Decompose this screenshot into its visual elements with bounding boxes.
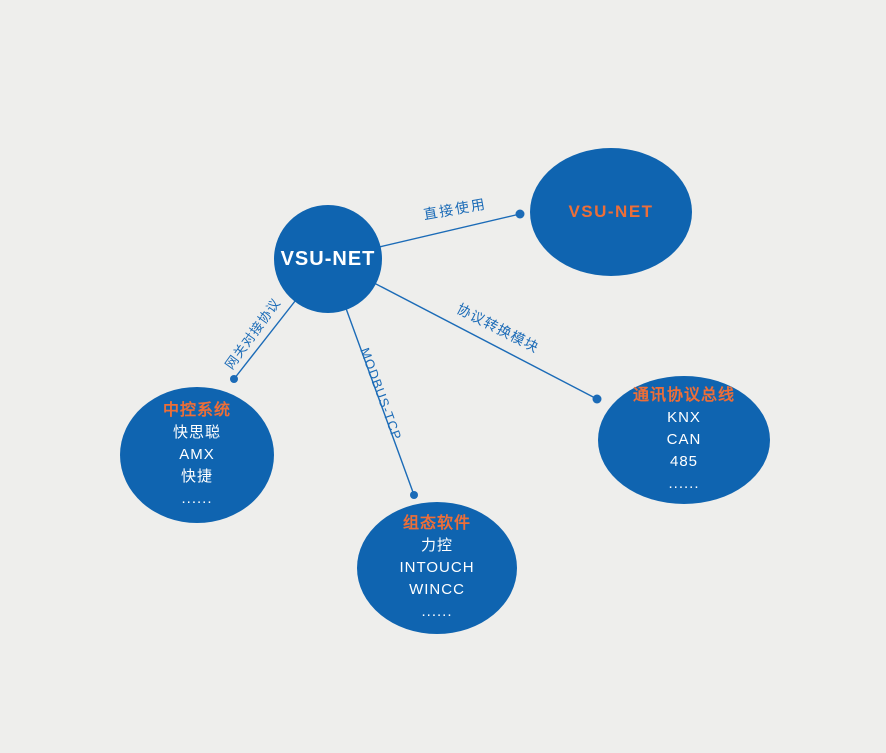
hub-label: VSU-NET bbox=[280, 247, 376, 270]
node-protocol-bus: 通讯协议总线 KNX CAN 485 ...... bbox=[598, 376, 770, 504]
node-item: KNX bbox=[667, 409, 701, 426]
node-central-control-system: 中控系统 快思聪 AMX 快捷 ...... bbox=[120, 387, 274, 523]
node-title: 中控系统 bbox=[162, 402, 231, 419]
edge-endpoint-dot bbox=[592, 394, 602, 404]
node-item: 快捷 bbox=[180, 468, 213, 485]
node-title: 组态软件 bbox=[402, 515, 471, 532]
edge-endpoint-dot bbox=[230, 375, 238, 383]
node-item: ...... bbox=[181, 490, 213, 507]
node-item: WINCC bbox=[409, 581, 465, 598]
node-title: VSU-NET bbox=[568, 202, 654, 221]
node-item: ...... bbox=[668, 475, 700, 492]
node-item: 力控 bbox=[420, 537, 453, 554]
node-item: 快思聪 bbox=[172, 424, 221, 441]
edge-endpoint-dot bbox=[515, 209, 525, 219]
node-item: ...... bbox=[421, 603, 453, 620]
node-title: 通讯协议总线 bbox=[632, 387, 735, 404]
node-vsu-net-direct: VSU-NET bbox=[530, 148, 692, 276]
node-item: CAN bbox=[666, 431, 702, 448]
node-scada-software: 组态软件 力控 INTOUCH WINCC ...... bbox=[357, 502, 517, 634]
edge-endpoint-dot bbox=[410, 491, 418, 499]
node-vsu-net-hub: VSU-NET bbox=[274, 205, 382, 313]
node-item: AMX bbox=[179, 446, 215, 463]
node-item: INTOUCH bbox=[399, 559, 475, 576]
node-item: 485 bbox=[669, 453, 699, 470]
